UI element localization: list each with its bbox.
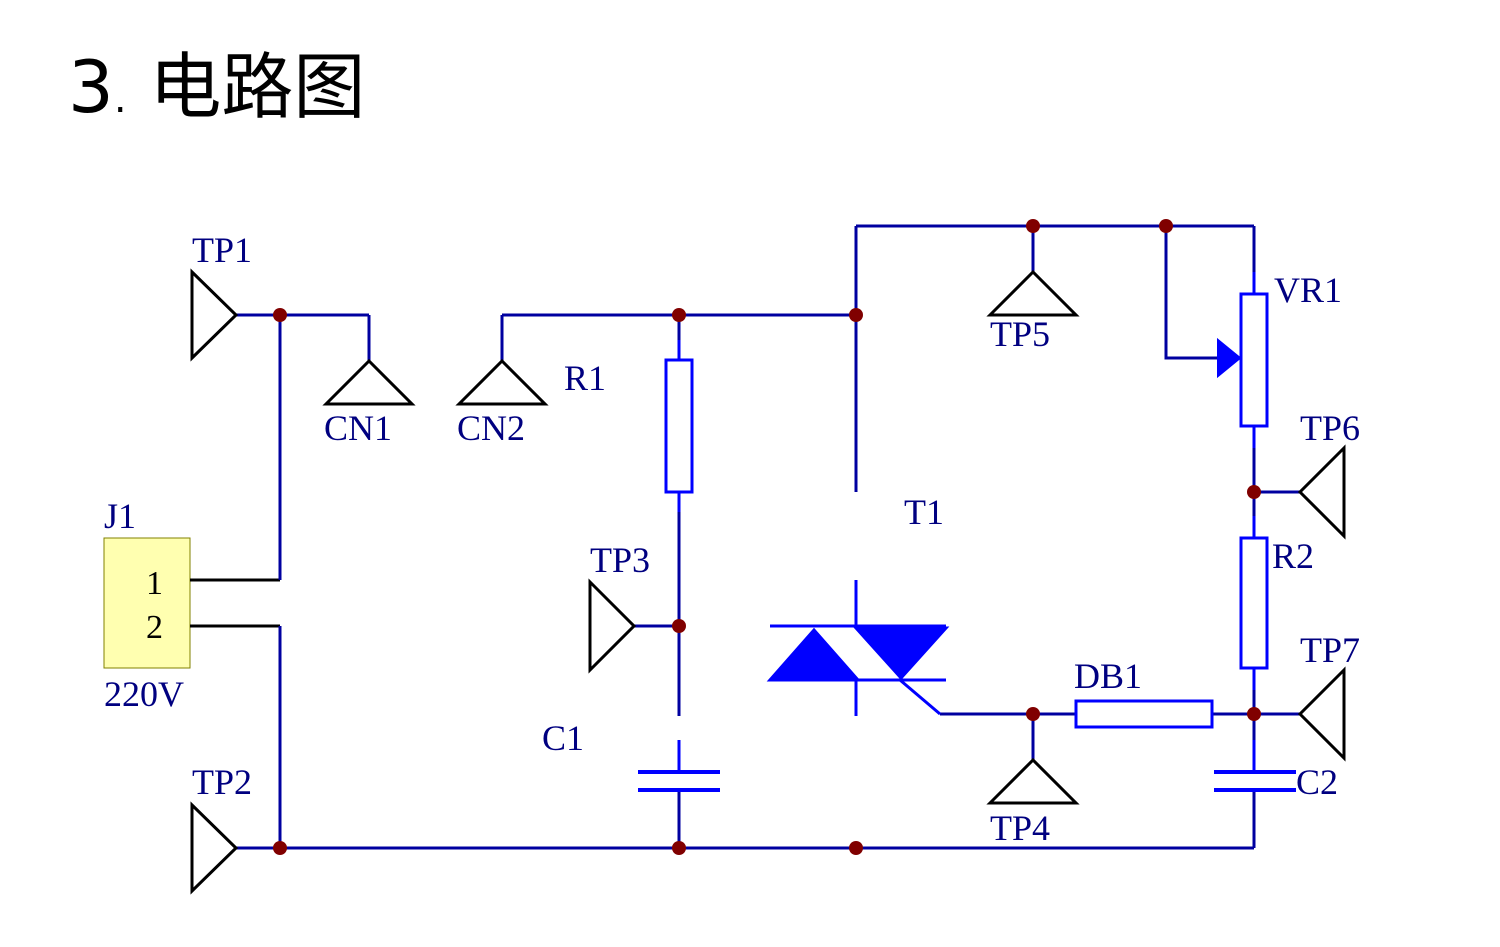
tp4-label: TP4: [990, 808, 1050, 848]
junction-dot: [1026, 219, 1040, 233]
tp6-symbol: [1297, 444, 1346, 540]
r1-body: [664, 358, 694, 494]
test-points: [190, 268, 1346, 895]
c2-label: C2: [1296, 762, 1338, 802]
junction-dot: [672, 308, 686, 322]
tp7-symbol: [1297, 666, 1346, 762]
tp5-symbol: [986, 269, 1080, 317]
db1-label: DB1: [1074, 656, 1142, 696]
tp3-symbol: [588, 578, 637, 674]
t1-triangle-right: [852, 626, 950, 681]
wire-vr1-wiper: [1164, 226, 1218, 360]
component-leads: [677, 272, 1256, 772]
tp4-symbol: [986, 757, 1080, 805]
resistors: [664, 292, 1269, 729]
j1-pin2-label: 2: [146, 609, 163, 646]
j1-label: J1: [104, 496, 136, 536]
junction-dot: [849, 841, 863, 855]
tp3-label: TP3: [590, 540, 650, 580]
junction-dot: [1026, 707, 1040, 721]
junction-dot: [849, 308, 863, 322]
cn1-label: CN1: [324, 408, 392, 448]
cn2-symbol: [455, 358, 549, 406]
capacitors: [638, 770, 1296, 792]
title-separator: .: [113, 76, 127, 122]
tp5-label: TP5: [990, 314, 1050, 354]
tp2-label: TP2: [192, 762, 252, 802]
c1-label: C1: [542, 718, 584, 758]
j1-pin1-label: 1: [146, 565, 163, 602]
junctions: [273, 219, 1261, 855]
t1-label: T1: [904, 492, 944, 532]
junction-dot: [1159, 219, 1173, 233]
wires: [236, 224, 1300, 850]
r2-label: R2: [1272, 536, 1314, 576]
t1-triangle-left: [766, 627, 862, 682]
t1-gate-lead: [899, 678, 941, 716]
tp1-label: TP1: [192, 230, 252, 270]
r1-label: R1: [564, 358, 606, 398]
title-text: 电路图: [149, 45, 366, 129]
labels: TP1 TP2 TP3 TP4 TP5 TP6 TP7 CN1 CN2 R1 R…: [104, 230, 1360, 848]
title-number: 3: [68, 45, 114, 129]
cn1-symbol: [322, 358, 416, 406]
junction-dot: [672, 841, 686, 855]
tp7-label: TP7: [1300, 630, 1360, 670]
vr1-wiper-arrow: [1217, 337, 1242, 379]
triac-t1: [766, 624, 950, 682]
cn2-label: CN2: [457, 408, 525, 448]
junction-dot: [273, 308, 287, 322]
vr1-label: VR1: [1274, 270, 1342, 310]
tp2-symbol: [190, 801, 239, 895]
junction-dot: [1247, 707, 1261, 721]
j1-connector: 1 2: [103, 315, 282, 848]
db1-body: [1074, 699, 1214, 729]
junction-dot: [273, 841, 287, 855]
vr1-body: [1239, 292, 1269, 428]
r2-body: [1239, 536, 1269, 670]
tp6-label: TP6: [1300, 408, 1360, 448]
j1-body: [103, 537, 191, 669]
tp1-symbol: [190, 268, 239, 362]
junction-dot: [672, 619, 686, 633]
j1-value-label: 220V: [104, 674, 184, 714]
junction-dot: [1247, 485, 1261, 499]
page-title: 3. 电路图: [68, 45, 366, 129]
